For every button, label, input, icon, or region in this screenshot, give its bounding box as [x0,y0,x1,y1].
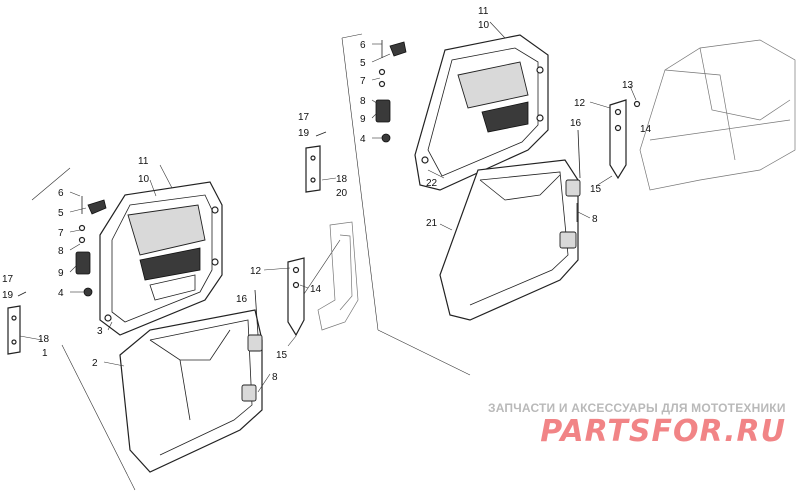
callout-left-16: 16 [236,294,248,305]
callout-left-17: 17 [2,274,14,285]
callout-right-8: 8 [360,96,366,107]
left-hinge-bracket [287,257,305,337]
callout-left-8b: 8 [272,372,278,383]
callout-right-21: 21 [426,218,438,229]
callout-right-5: 5 [360,58,366,69]
callout-right-15: 15 [590,184,602,195]
callout-left-5: 5 [58,208,64,219]
callout-left-10: 10 [138,174,150,185]
callout-right-6: 6 [360,40,366,51]
right-latch-hardware [375,40,407,143]
left-outer-door-shell [119,309,263,473]
left-vehicle-body [317,221,359,331]
left-hinges [241,289,263,402]
left-latch-hardware [75,196,107,297]
callout-labels: 11 10 6 5 7 8 9 4 3 1 2 12 14 16 15 8 17… [2,6,652,383]
callout-right-18: 18 [336,174,348,185]
leader-lines [19,21,637,393]
watermark-logo: PARTSFOR.RU [540,414,786,449]
callout-left-6: 6 [58,188,64,199]
callout-right-20: 20 [336,188,348,199]
callout-right-16: 16 [570,118,582,129]
callout-left-8: 8 [58,246,64,257]
callout-right-10: 10 [478,20,490,31]
callout-right-11: 11 [478,6,489,17]
callout-right-4: 4 [360,134,366,145]
callout-left-15: 15 [276,350,288,361]
callout-left-18: 18 [38,334,50,345]
watermark-caption: ЗАПЧАСТИ И АКСЕССУАРЫ ДЛЯ МОТОТЕХНИКИ [488,401,786,415]
left-inner-door-panel [99,181,223,336]
callout-right-8b: 8 [592,214,598,225]
callout-left-2: 2 [92,358,98,369]
right-hinge-bracket [609,99,641,180]
callout-right-17: 17 [298,112,310,123]
right-outer-door-shell [439,159,579,321]
callout-left-1: 1 [42,348,48,359]
callout-right-22: 22 [426,178,438,189]
callout-right-12: 12 [574,98,586,109]
callout-left-9: 9 [58,268,64,279]
callout-left-12: 12 [250,266,262,277]
left-strap-plate [7,291,27,355]
right-inner-door-panel [414,34,549,191]
callout-left-7: 7 [58,228,64,239]
right-strap-plate [305,131,327,193]
callout-left-4: 4 [58,288,64,299]
left-frame-lines [31,167,341,491]
callout-left-14: 14 [310,284,322,295]
right-frame-lines [341,33,471,376]
callout-right-9: 9 [360,114,366,125]
callout-right-7: 7 [360,76,366,87]
callout-left-3: 3 [97,326,103,337]
callout-right-14: 14 [640,124,652,135]
callout-right-19: 19 [298,128,310,139]
right-vehicle-body [639,39,796,191]
callout-left-11: 11 [138,156,149,167]
right-hinges [559,129,581,249]
callout-left-19: 19 [2,290,14,301]
callout-right-13: 13 [622,80,634,91]
